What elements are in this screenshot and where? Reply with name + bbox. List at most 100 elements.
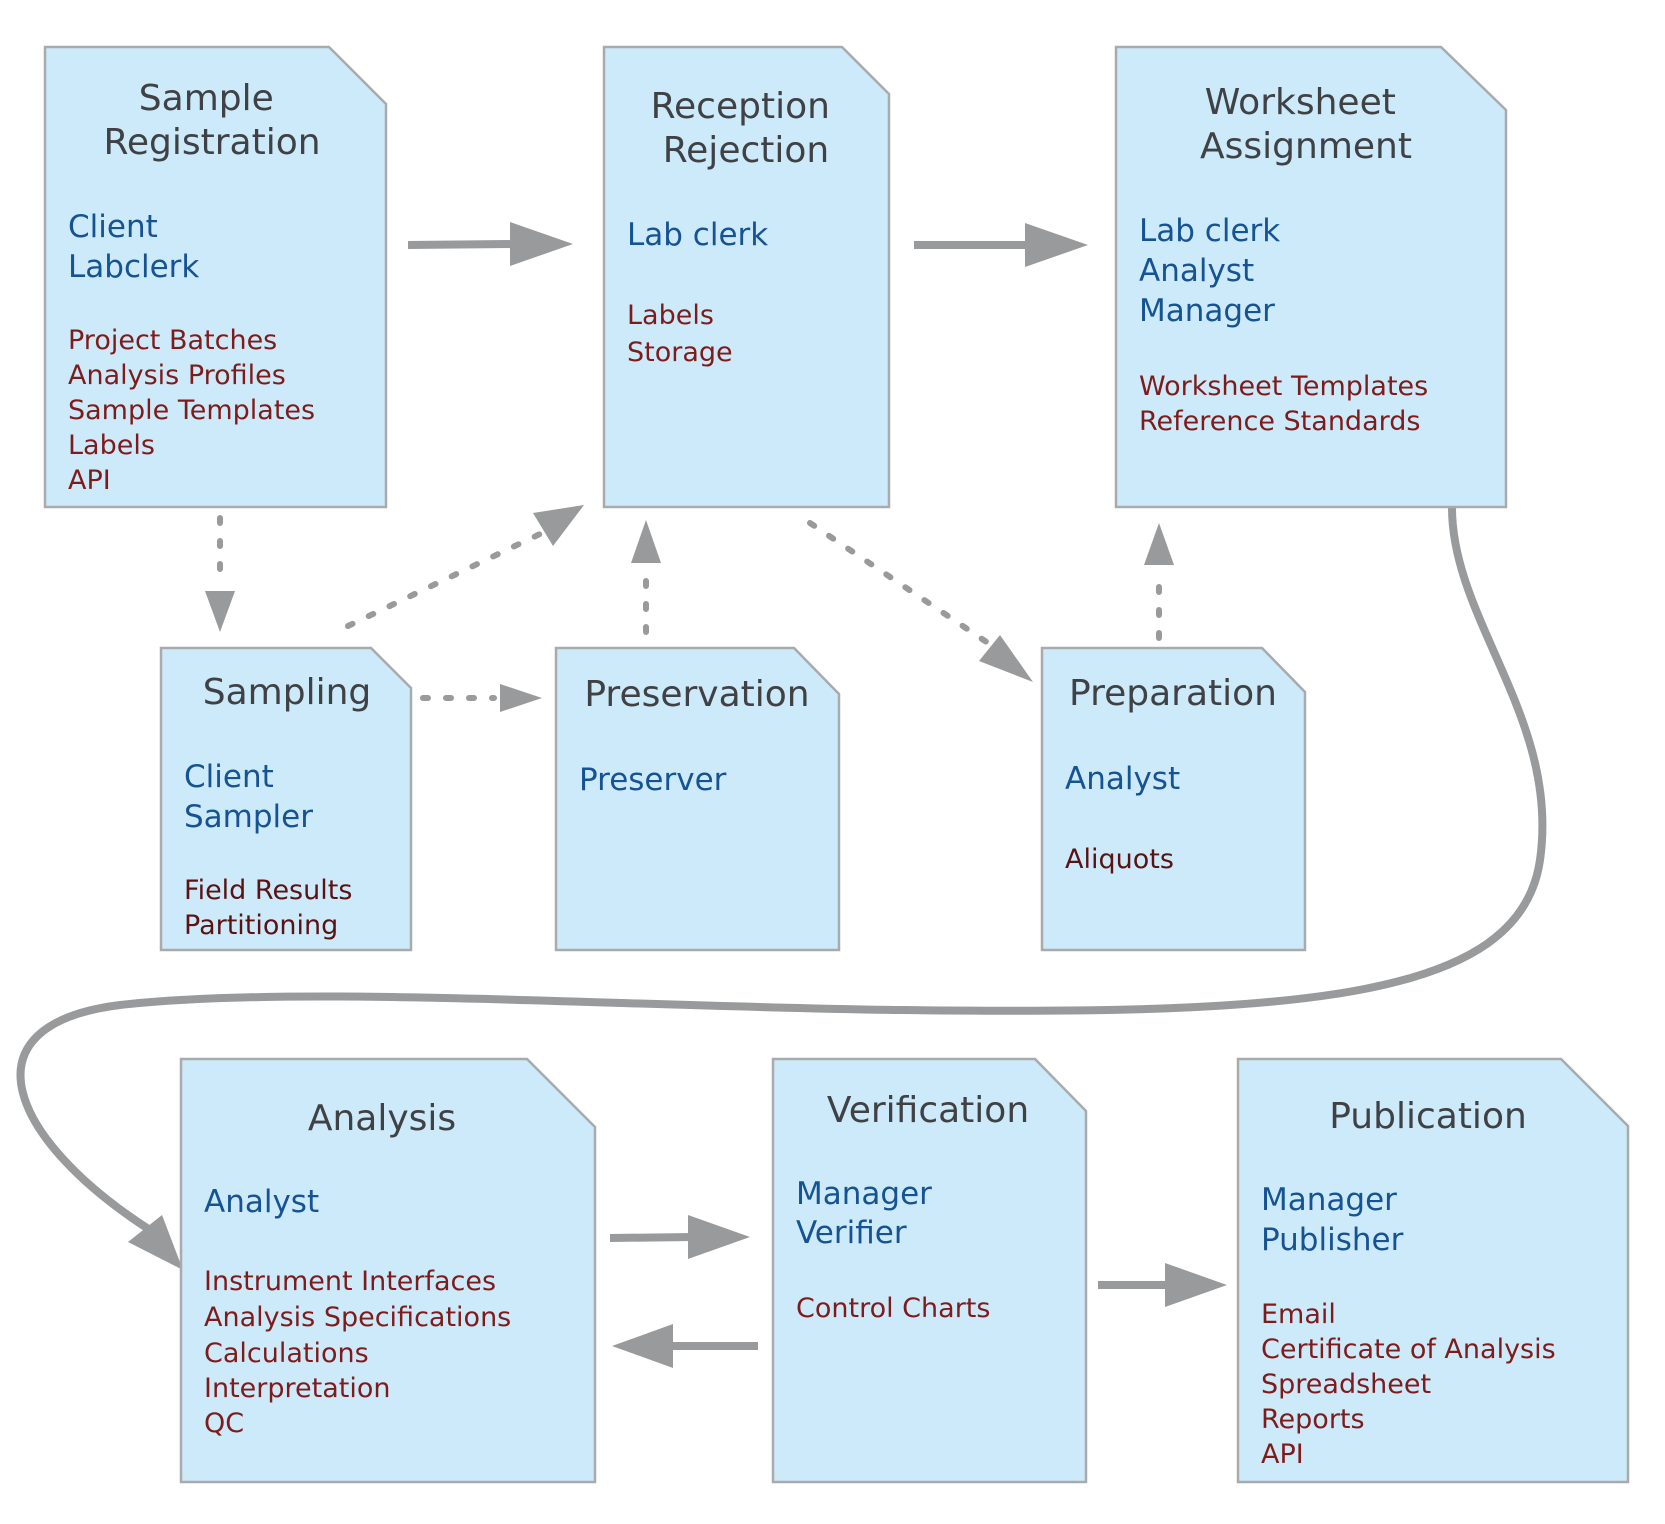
svg-text:Labels Storage: Labels Storage	[627, 300, 733, 368]
arrow-registration-to-reception	[407, 222, 573, 266]
role-label: Labclerk	[68, 249, 199, 285]
feature-label: Project Batches	[68, 325, 277, 356]
box-preparation: Preparation Analyst Aliquots	[1040, 646, 1307, 952]
role-label: Publisher	[1261, 1222, 1404, 1258]
arrow-reception-to-worksheet	[914, 223, 1088, 267]
svg-text:Preservation: Preservation	[584, 674, 809, 715]
box-title-line: Worksheet	[1205, 82, 1396, 123]
role-label: Lab clerk	[627, 217, 768, 253]
svg-text:Sampling: Sampling	[203, 672, 372, 713]
feature-label: Aliquots	[1065, 844, 1174, 875]
box-sampling: Sampling Client Sampler Field Results Pa…	[159, 646, 413, 952]
feature-label: Email	[1261, 1299, 1336, 1330]
feature-label: Sample Templates	[68, 395, 315, 426]
feature-label: QC	[204, 1408, 244, 1439]
feature-label: Reference Standards	[1139, 406, 1420, 437]
svg-text:Worksheet Assignment: Worksheet Assignment	[1200, 82, 1412, 167]
feature-label: Labels	[68, 430, 155, 461]
box-reception-rejection: Reception Rejection Lab clerk Labels Sto…	[602, 45, 891, 509]
box-verification: Verification Manager Verifier Control Ch…	[771, 1057, 1088, 1484]
svg-text:Project Batches Analys: Project Batches Analysis Profiles Sample…	[68, 325, 324, 496]
svg-text:Preparation: Preparation	[1069, 673, 1277, 714]
svg-text:Analysis: Analysis	[308, 1098, 456, 1139]
arrow-analysis-to-verification	[609, 1215, 750, 1259]
role-label: Analyst	[204, 1184, 319, 1220]
arrow-sampling-to-reception	[345, 505, 584, 629]
svg-text:Field Results Partitio: Field Results Partitioning	[184, 875, 361, 941]
feature-label: Storage	[627, 337, 733, 368]
box-title-line: Analysis	[308, 1098, 456, 1139]
svg-text:Publication: Publication	[1329, 1096, 1527, 1137]
arrow-worksheet-to-analysis	[16, 504, 1547, 1270]
role-label: Analyst	[1139, 253, 1254, 289]
svg-text:Preserver: Preserver	[579, 762, 727, 798]
role-label: Manager	[1261, 1182, 1397, 1218]
arrow-preparation-to-worksheet	[1144, 523, 1174, 641]
svg-text:Sample Registration: Sample Registration	[103, 78, 320, 163]
boxes: Sample Registration Client Labclerk Proj…	[43, 45, 1630, 1484]
svg-text:Instrument Interfaces: Instrument Interfaces Analysis Specifica…	[204, 1266, 520, 1439]
feature-label: Instrument Interfaces	[204, 1266, 496, 1297]
role-label: Verifier	[796, 1215, 907, 1251]
box-title-line: Registration	[103, 122, 320, 163]
svg-text:Email Certificate of A: Email Certificate of Analysis Spreadshee…	[1261, 1299, 1564, 1470]
svg-text:Reception Rejection: Reception Rejection	[651, 86, 842, 171]
box-title-line: Publication	[1329, 1096, 1527, 1137]
role-label: Lab clerk	[1139, 213, 1280, 249]
arrow-reception-to-preparation	[807, 520, 1033, 682]
svg-text:Verification: Verification	[827, 1090, 1029, 1131]
feature-label: Certificate of Analysis	[1261, 1334, 1556, 1365]
role-label: Sampler	[184, 799, 313, 835]
role-label: Preserver	[579, 762, 727, 798]
feature-label: Interpretation	[204, 1373, 390, 1404]
svg-text:Lab clerk Analyst: Lab clerk Analyst Manager	[1139, 213, 1290, 329]
feature-label: Calculations	[204, 1338, 369, 1369]
arrow-preservation-to-reception	[631, 520, 661, 635]
feature-label: Reports	[1261, 1404, 1365, 1435]
feature-label: Worksheet Templates	[1139, 371, 1428, 402]
feature-label: Field Results	[184, 875, 352, 906]
svg-text:Worksheet Templates Re: Worksheet Templates Reference Standards	[1139, 371, 1437, 437]
svg-text:Client Labclerk: Client Labclerk	[68, 209, 199, 285]
box-sample-registration: Sample Registration Client Labclerk Proj…	[43, 45, 388, 509]
box-title-line: Assignment	[1200, 126, 1412, 167]
svg-text:Aliquots: Aliquots	[1065, 844, 1174, 875]
connectors	[16, 222, 1547, 1368]
arrow-sampling-to-preservation	[420, 684, 542, 712]
feature-label: Analysis Profiles	[68, 360, 286, 391]
box-title-line: Reception	[651, 86, 830, 127]
role-label: Analyst	[1065, 761, 1180, 797]
box-title-line: Preservation	[584, 674, 809, 715]
feature-label: API	[68, 465, 111, 496]
feature-label: Labels	[627, 300, 714, 331]
svg-text:Lab clerk: Lab clerk	[627, 217, 768, 253]
box-title-line: Preparation	[1069, 673, 1277, 714]
arrow-registration-to-sampling	[205, 515, 235, 632]
arrow-verification-to-analysis	[612, 1324, 758, 1368]
role-label: Manager	[1139, 293, 1275, 329]
box-worksheet-assignment: Worksheet Assignment Lab clerk Analyst M…	[1114, 45, 1508, 509]
feature-label: Analysis Specifications	[204, 1302, 511, 1333]
feature-label: Spreadsheet	[1261, 1369, 1431, 1400]
feature-label: Control Charts	[796, 1293, 990, 1324]
box-title-line: Sample	[139, 78, 274, 119]
box-title-line: Rejection	[663, 130, 829, 171]
box-title-line: Verification	[827, 1090, 1029, 1131]
svg-text:Manager Publisher: Manager Publisher	[1261, 1182, 1407, 1258]
arrow-verification-to-publication	[1098, 1263, 1227, 1307]
role-label: Manager	[796, 1176, 932, 1212]
box-publication: Publication Manager Publisher Email Cert…	[1236, 1057, 1630, 1484]
svg-text:Analyst: Analyst	[1065, 761, 1180, 797]
svg-text:Control Charts: Control Charts	[796, 1293, 990, 1324]
feature-label: API	[1261, 1439, 1304, 1470]
box-preservation: Preservation Preserver	[554, 646, 841, 952]
box-title-line: Sampling	[203, 672, 372, 713]
feature-label: Partitioning	[184, 910, 338, 941]
box-analysis: Analysis Analyst Instrument Interfaces A…	[179, 1057, 597, 1484]
svg-text:Analyst: Analyst	[204, 1184, 319, 1220]
svg-text:Manager Verifier: Manager Verifier	[796, 1176, 942, 1251]
svg-text:Client Sampler: Client Sampler	[184, 759, 313, 835]
role-label: Client	[184, 759, 274, 795]
role-label: Client	[68, 209, 158, 245]
